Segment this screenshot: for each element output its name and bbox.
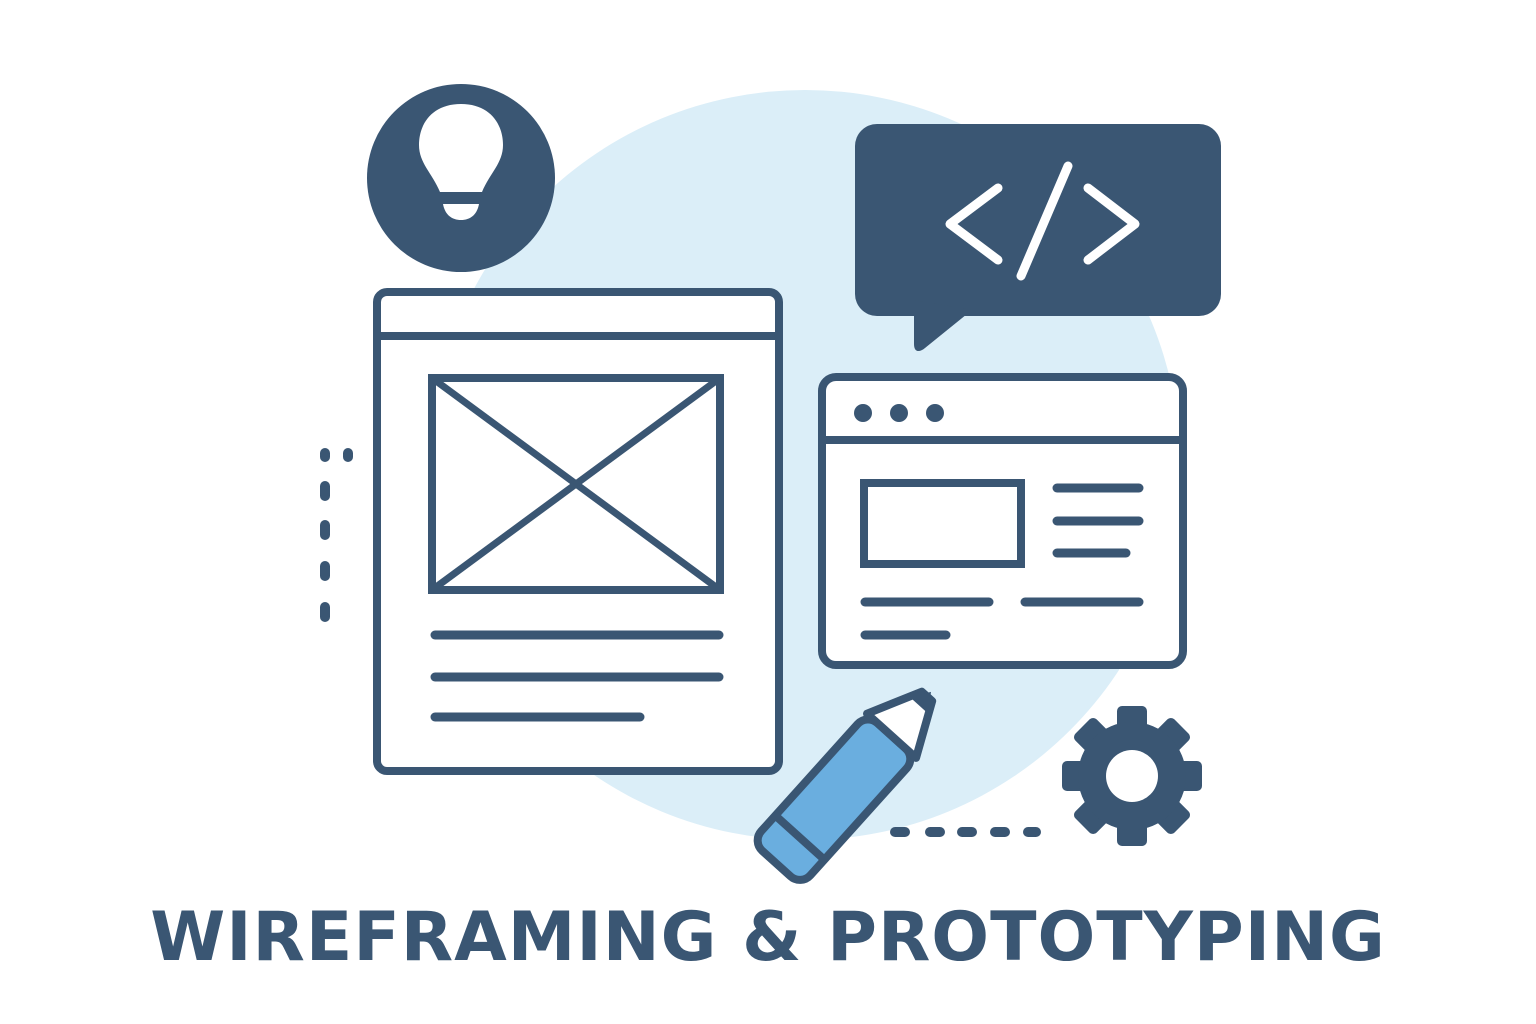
gear-icon <box>1062 706 1202 846</box>
page-title: WIREFRAMING & PROTOTYPING <box>150 898 1386 977</box>
text-placeholder-lines <box>430 630 724 722</box>
code-bubble-icon <box>855 124 1221 352</box>
browser-text-lines <box>860 483 1144 640</box>
dotted-connector-left <box>320 448 353 622</box>
content-block <box>860 479 1025 568</box>
lightbulb-icon <box>367 84 555 272</box>
image-placeholder-icon <box>428 374 724 594</box>
wireframe-page <box>373 288 783 775</box>
browser-window <box>818 373 1187 669</box>
window-dots <box>854 404 944 422</box>
pencil-icon <box>753 687 937 884</box>
